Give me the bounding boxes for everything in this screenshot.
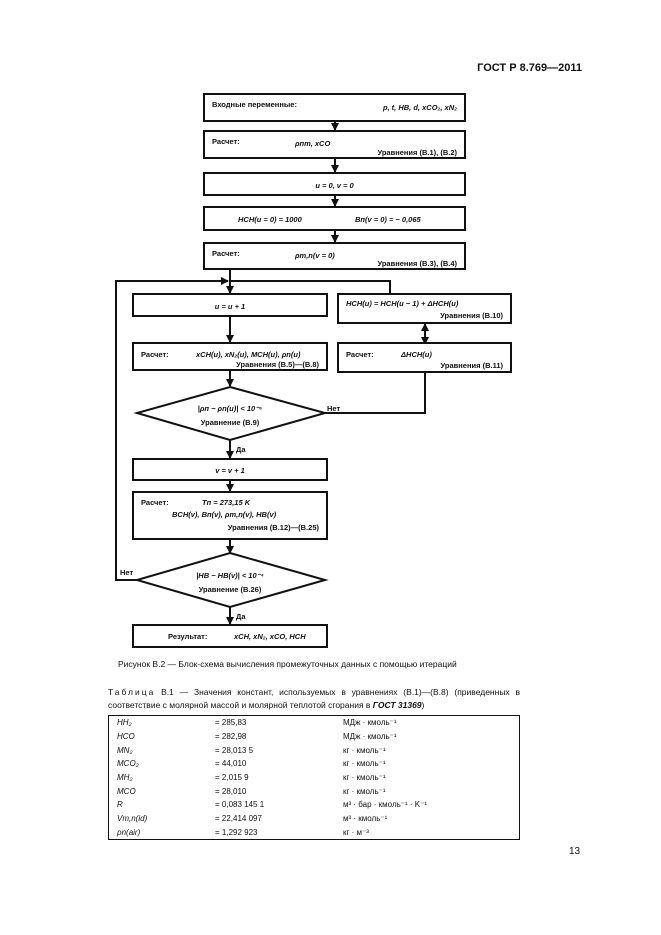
constant-symbol: R <box>117 800 123 810</box>
constant-symbol: Vm,n(id) <box>117 813 148 823</box>
calc4-label: Расчет: <box>346 350 374 359</box>
constant-symbol: MCO₂ <box>117 759 139 769</box>
calc5-temperature: Tп = 273,15 K <box>202 498 251 507</box>
calc1-label: Расчет: <box>212 137 240 146</box>
constant-value: = 28,010 <box>215 786 247 796</box>
input-vars: p, t, HВ, d, xCO₂, xN₂ <box>382 103 457 112</box>
constant-unit: м³ · бар · кмоль⁻¹ · K⁻¹ <box>343 800 428 810</box>
init2-left: HCH(u = 0) = 1000 <box>238 215 302 224</box>
table-caption-text: B.1 — Значения констант, используемых в … <box>108 687 520 710</box>
calc5-equations: Уравнения (B.12)—(B.25) <box>227 523 319 532</box>
table-row: R = 0,083 145 1 м³ · бар · кмоль⁻¹ · K⁻¹ <box>109 798 520 812</box>
result-vars: xCH, xN₂, xCO, HCH <box>234 632 306 641</box>
decision2-yes-label: Да <box>236 612 246 621</box>
calc2-label: Расчет: <box>212 249 240 258</box>
table-row: MCO = 28,010 кг · кмоль⁻¹ <box>109 784 520 798</box>
table-caption-label: Таблица <box>108 687 156 697</box>
calc4-equations: Уравнения (B.11) <box>440 361 503 370</box>
increment-v-box: v = v + 1 <box>132 458 328 481</box>
calc4-vars: ΔHCH(u) <box>401 350 432 359</box>
constant-unit: кг · м⁻³ <box>343 827 369 837</box>
constant-unit: кг · кмоль⁻¹ <box>343 772 386 782</box>
table-row: Vm,n(id) = 22,414 097 м³ · кмоль⁻¹ <box>109 812 520 826</box>
init2-right: Bп(v = 0) = − 0,065 <box>355 215 421 224</box>
constant-value: = 44,010 <box>215 759 247 769</box>
flowchart-lines <box>115 122 429 625</box>
decision1-no-label: Нет <box>327 404 341 413</box>
table-caption: Таблица B.1 — Значения констант, использ… <box>108 686 520 712</box>
decision1-condition: |ρп − ρn(u)| < 10⁻⁶ <box>197 404 263 413</box>
calc-box-5: Расчет: Tп = 273,15 K BCH(v), Bп(v), ρm,… <box>132 491 328 540</box>
constant-value: = 285,83 <box>215 718 247 728</box>
result-label: Результат: <box>168 632 208 641</box>
calc5-label: Расчет: <box>141 498 169 507</box>
input-label: Входные переменные: <box>212 100 297 109</box>
init-box-2: HCH(u = 0) = 1000 Bп(v = 0) = − 0,065 <box>203 206 466 231</box>
constant-unit: МДж · кмоль⁻¹ <box>343 732 397 742</box>
calc3-vars: xCH(u), xN₂(u), MCH(u), ρn(u) <box>196 350 301 359</box>
page-number: 13 <box>569 846 581 857</box>
constant-unit: МДж · кмоль⁻¹ <box>343 718 397 728</box>
constant-unit: кг · кмоль⁻¹ <box>343 759 386 769</box>
calc-box-3: Расчет: xCH(u), xN₂(u), MCH(u), ρn(u) Ур… <box>132 342 328 371</box>
constant-symbol: ρn(air) <box>117 827 141 837</box>
inc-u-text: u = u + 1 <box>214 302 246 311</box>
init-box: u = 0, v = 0 <box>203 172 466 196</box>
table-row: HH₂ = 285,83 МДж · кмоль⁻¹ <box>109 716 520 730</box>
constant-unit: кг · кмоль⁻¹ <box>343 786 386 796</box>
calc1-vars: ρпт, xCO <box>295 139 331 148</box>
table-row: MCO₂ = 44,010 кг · кмоль⁻¹ <box>109 757 520 771</box>
constant-value: = 22,414 097 <box>215 813 262 823</box>
document-code: ГОСТ Р 8.769—2011 <box>477 62 582 74</box>
result-box: Результат: xCH, xN₂, xCO, HCH <box>132 624 328 648</box>
figure-caption: Рисунок B.2 — Блок-схема вычисления пром… <box>118 659 457 669</box>
decision2-no-label: Нет <box>120 568 134 577</box>
calc2-vars: ρm,n(v = 0) <box>295 251 335 260</box>
decision1-equation: Уравнение (B.9) <box>200 418 260 427</box>
calc3-label: Расчет: <box>141 350 169 359</box>
constant-value: = 1,292 923 <box>215 827 258 837</box>
init-text: u = 0, v = 0 <box>315 181 354 190</box>
update-h-box: HCH(u) = HCH(u − 1) + ΔHCH(u) Уравнения … <box>337 293 512 324</box>
table-row: MN₂ = 28,013 5 кг · кмоль⁻¹ <box>109 743 520 757</box>
constant-value: = 2,015 9 <box>215 772 249 782</box>
constant-symbol: MCO <box>117 786 136 796</box>
update-h-equations: Уравнения (B.10) <box>440 311 503 320</box>
decision2-condition: |HВ − HВ(v)| < 10⁻⁴ <box>196 571 264 580</box>
constant-symbol: MH₂ <box>117 772 133 782</box>
calc5-vars: BCH(v), Bп(v), ρm,n(v), HВ(v) <box>172 510 277 519</box>
input-box: Входные переменные: p, t, HВ, d, xCO₂, x… <box>203 93 466 122</box>
decision2-equation: Уравнение (B.26) <box>198 585 262 594</box>
decision1-yes-label: Да <box>236 445 246 454</box>
table-row: MH₂ = 2,015 9 кг · кмоль⁻¹ <box>109 771 520 785</box>
calc2-equations: Уравнения (B.3), (B.4) <box>377 259 457 268</box>
constant-value: = 28,013 5 <box>215 745 254 755</box>
calc-box-4: Расчет: ΔHCH(u) Уравнения (B.11) <box>337 342 512 373</box>
calc1-equations: Уравнения (B.1), (B.2) <box>377 148 457 157</box>
table-caption-close: ) <box>421 700 425 710</box>
increment-u-box: u = u + 1 <box>132 293 328 317</box>
constant-symbol: HCO <box>117 732 135 742</box>
constant-unit: м³ · кмоль⁻¹ <box>343 813 388 823</box>
calc-box-2: Расчет: ρm,n(v = 0) Уравнения (B.3), (B.… <box>203 242 466 270</box>
constant-value: = 282,98 <box>215 732 247 742</box>
constant-symbol: MN₂ <box>117 745 133 755</box>
update-h-formula: HCH(u) = HCH(u − 1) + ΔHCH(u) <box>346 299 459 308</box>
table-row: HCO = 282,98 МДж · кмоль⁻¹ <box>109 730 520 744</box>
table-row: ρn(air) = 1,292 923 кг · м⁻³ <box>109 825 520 839</box>
calc-box-1: Расчет: ρпт, xCO Уравнения (B.1), (B.2) <box>203 130 466 159</box>
constant-symbol: HH₂ <box>117 718 132 728</box>
inc-v-text: v = v + 1 <box>215 466 245 475</box>
table-caption-standard-ref: ГОСТ 31369 <box>372 700 422 710</box>
constant-value: = 0,083 145 1 <box>215 800 265 810</box>
constant-unit: кг · кмоль⁻¹ <box>343 745 386 755</box>
calc3-equations: Уравнения (B.5)—(B.8) <box>236 360 319 369</box>
